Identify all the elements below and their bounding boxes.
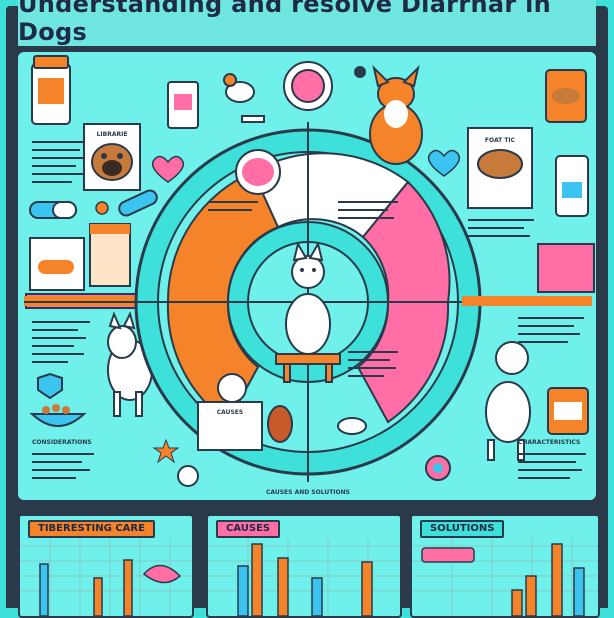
pill-bottle-icon xyxy=(31,55,71,125)
chart-3-pill xyxy=(421,547,475,563)
chart-3-graphic xyxy=(412,538,598,616)
top-left-card: LIBRARIE xyxy=(83,123,141,191)
chart-2-bar-1 xyxy=(237,565,249,616)
chart-panel-1: TIBERESTING CARE xyxy=(18,514,194,618)
chart-1-bar-2 xyxy=(93,577,103,616)
stomach-icon xyxy=(235,149,281,195)
text-block-right-2 xyxy=(518,317,584,343)
chart-2-bar-4 xyxy=(311,577,323,616)
chart-1-bar-3 xyxy=(123,559,133,616)
center-dog-icon xyxy=(275,241,341,383)
pill-bottle-icon-3 xyxy=(555,155,589,217)
chart-2-bar-3 xyxy=(277,557,289,616)
text-block-left-2 xyxy=(32,321,90,363)
chart-1-bar-1 xyxy=(39,563,49,616)
flower-icon xyxy=(425,455,451,481)
dog-icon xyxy=(107,311,153,417)
chart-1-grid xyxy=(20,538,192,616)
pill-bottle-icon-2 xyxy=(167,81,199,129)
bird-icon xyxy=(223,73,255,103)
chart-3-bar-3 xyxy=(551,543,563,616)
chart-label-1: TIBERESTING CARE xyxy=(28,520,155,538)
puppy-icon xyxy=(267,405,293,443)
main-panel: LIBRARIE CONSIDE xyxy=(18,52,596,500)
chart-panel-3: SOLUTIONS xyxy=(410,514,600,618)
chart-panel-2: CAUSES xyxy=(206,514,402,618)
text-block-right-1 xyxy=(468,219,534,237)
title-banner: Understanding and resolve Diarrhar in Do… xyxy=(18,0,596,49)
chart-1-graphic xyxy=(20,538,192,616)
corgi-dog-icon xyxy=(369,64,423,165)
capsule-icon xyxy=(118,189,158,217)
dog-icon-right xyxy=(485,341,531,461)
text-block-left-1 xyxy=(32,141,88,183)
chart-3-bar-1 xyxy=(511,589,523,616)
heart-icon-right xyxy=(427,149,461,177)
sun-icon xyxy=(177,465,199,487)
note-card-heading: CAUSES xyxy=(217,409,243,416)
chart-2-bar-5 xyxy=(361,561,373,616)
shield-icon xyxy=(37,372,63,400)
right-pink-card xyxy=(537,243,595,293)
target-icon xyxy=(283,61,333,111)
main-illustration: LIBRARIE CONSIDE xyxy=(24,55,595,496)
chart-2-bar-2 xyxy=(251,543,263,616)
note-card: CAUSES xyxy=(197,373,263,451)
chart-label-3: SOLUTIONS xyxy=(420,520,505,538)
text-block-bottom-right: CHARACTERISTICS xyxy=(518,439,586,479)
top-right-card: FOAT TIC xyxy=(467,127,533,209)
heart-icon xyxy=(151,155,185,183)
star-icon xyxy=(152,438,180,464)
supplement-box xyxy=(29,223,131,291)
food-bowl-icon xyxy=(29,404,87,427)
center-caption: CAUSES AND SOLUTIONS xyxy=(266,489,350,496)
pill-icon-small xyxy=(241,115,265,123)
chart-3-bar-2 xyxy=(525,575,537,616)
page-title: Understanding and resolve Diarrhar in Do… xyxy=(18,0,552,46)
small-dog-icon xyxy=(337,417,367,435)
chart-3-bar-4 xyxy=(573,567,585,616)
pill-icon xyxy=(29,201,77,219)
top-left-card-heading: LIBRARIE xyxy=(97,131,128,138)
bottom-right-heading: CHARACTERISTICS xyxy=(518,439,580,446)
top-right-card-heading: FOAT TIC xyxy=(485,137,516,144)
chart-label-2: CAUSES xyxy=(216,520,281,538)
chart-2-graphic xyxy=(208,538,400,616)
jar-icon-2 xyxy=(547,387,589,435)
paw-icon-2 xyxy=(354,66,366,78)
text-block-bottom-left: CONSIDERATIONS xyxy=(32,439,94,479)
jar-icon xyxy=(545,69,587,123)
bottom-left-heading: CONSIDERATIONS xyxy=(32,439,92,446)
paw-icon xyxy=(95,201,109,215)
right-arrow-band xyxy=(462,296,592,306)
chart-1-illustration xyxy=(142,564,182,584)
